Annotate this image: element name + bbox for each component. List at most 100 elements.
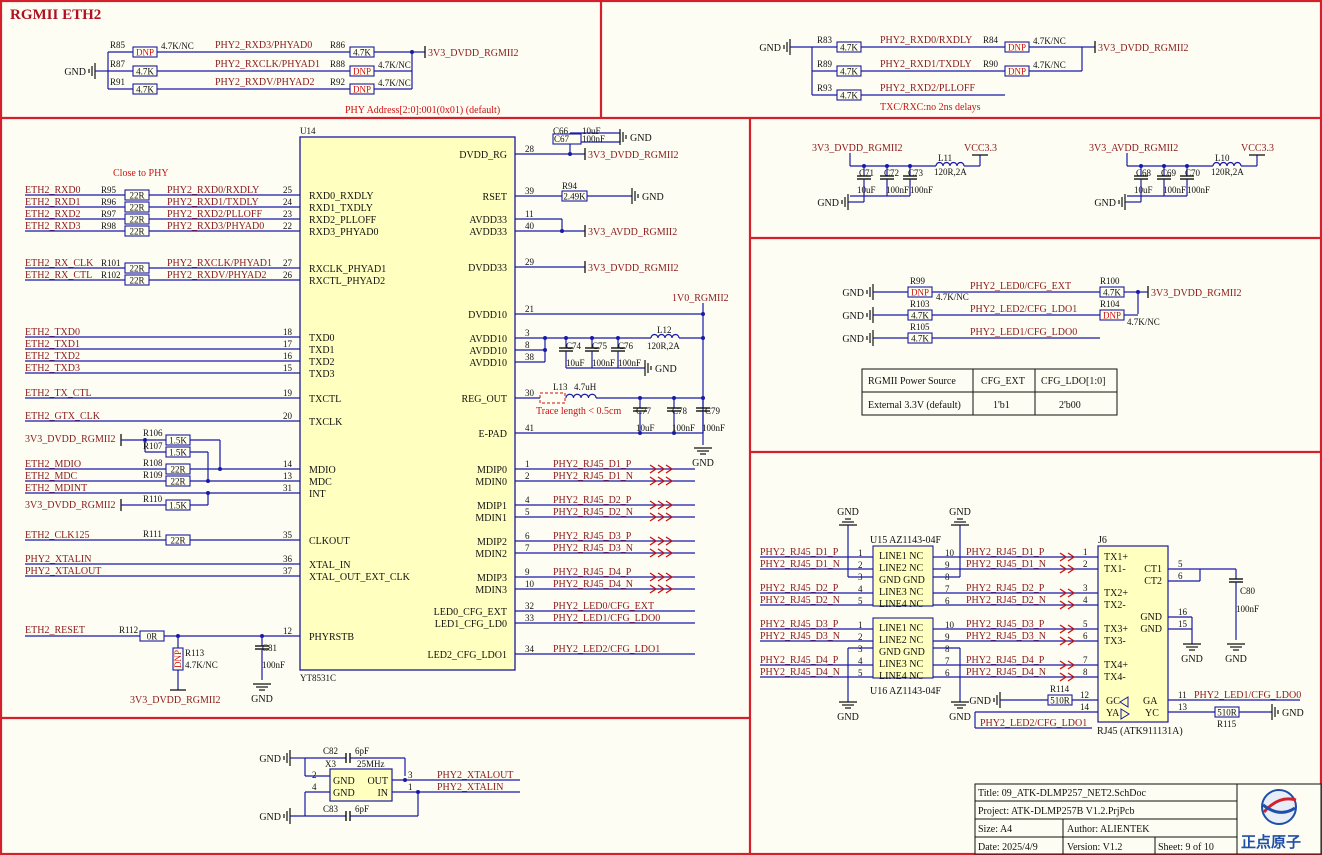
mdi-net-label: PHY2_RJ45_D1_N xyxy=(553,471,633,482)
u14-right-pin-38: AVDD10 xyxy=(469,358,507,369)
j6-pin-ct2: CT2 xyxy=(1144,576,1162,587)
strap-right-r1-value: 4.7K xyxy=(840,91,858,101)
c77-ref: C77 xyxy=(636,406,652,416)
r105-value: 4.7K xyxy=(911,334,929,344)
strap-right-gnd-label: GND xyxy=(759,43,781,54)
j6-pin: TX4- xyxy=(1104,672,1126,683)
filter-avdd-c2-ref: C69 xyxy=(1161,168,1177,178)
c81-gnd-label: GND xyxy=(251,694,273,705)
r99-ref: R99 xyxy=(910,276,926,286)
strap-right-net: PHY2_RXD0/RXDLY xyxy=(880,35,972,46)
u15-label: U15 AZ1143-04F xyxy=(870,535,941,546)
u14-left-pin-27: RXCLK_PHYAD1 xyxy=(309,264,386,275)
j6-gnd-label: GND xyxy=(1181,654,1203,665)
r110-ref: R110 xyxy=(143,494,163,504)
j6-body xyxy=(1097,545,1169,723)
u14-right-pin-num-1: 1 xyxy=(525,459,530,469)
u15-body xyxy=(872,545,934,607)
c82-value: 6pF xyxy=(355,746,369,756)
u15-pnum-l: 4 xyxy=(858,584,863,594)
sheet-title: RGMII ETH2 xyxy=(10,7,101,23)
u14-right-pin-num-8: 8 xyxy=(525,340,530,350)
j6-pnum-5: 5 xyxy=(1178,559,1183,569)
mdi-net-label: PHY2_RJ45_D3_N xyxy=(553,543,633,554)
rx-phy-net: PHY2_RXCLK/PHYAD1 xyxy=(167,258,272,269)
filter-avdd-power-label: 3V3_AVDD_RGMII2 xyxy=(1089,143,1178,154)
rx-res-value: 22R xyxy=(129,203,144,213)
r99-value: DNP xyxy=(911,288,929,298)
rx-net-label: ETH2_RX_CTL xyxy=(25,270,92,281)
rx-net-label: ETH2_RXD0 xyxy=(25,185,81,196)
j6-pnum: 2 xyxy=(1083,559,1088,569)
r108-ref: R108 xyxy=(143,458,163,468)
filter-dvdd-power-label: 3V3_DVDD_RGMII2 xyxy=(812,143,903,154)
strap-left-power-label: 3V3_DVDD_RGMII2 xyxy=(428,48,519,59)
c83-ref: C83 xyxy=(323,804,339,814)
j6-led2-net: PHY2_LED2/CFG_LDO1 xyxy=(980,718,1087,729)
u14-right-pin-num-39: 39 xyxy=(525,186,535,196)
u16-pnum-r: 6 xyxy=(945,668,950,678)
tb-sheet: Sheet: 9 of 10 xyxy=(1158,842,1214,853)
x3-body xyxy=(329,768,393,802)
r103-value: 4.7K xyxy=(911,311,929,321)
u14-left-pin-13: MDC xyxy=(309,477,332,488)
u16-gnd-right-label: GND xyxy=(949,712,971,723)
r99-note: 4.7K/NC xyxy=(936,292,969,302)
rx-res-ref: R98 xyxy=(101,221,117,231)
l13-trace-box xyxy=(539,392,566,404)
cfg-table-header: RGMII Power Source xyxy=(868,376,956,387)
filter-avdd-c1-ref: C68 xyxy=(1136,168,1152,178)
diff-pair-marker-icon xyxy=(649,512,674,522)
u14-left-pin-num-13: 13 xyxy=(283,471,293,481)
u14-left-pin-num-36: 36 xyxy=(283,554,293,564)
strap-left-ref2: R86 xyxy=(330,40,346,50)
strap-left-ref: R91 xyxy=(110,77,125,87)
junction-dot xyxy=(701,336,705,340)
j6-ya: YA xyxy=(1106,708,1120,719)
u14-left-pin-26: RXCTL_PHYAD2 xyxy=(309,276,385,287)
x3-pin-out: OUT xyxy=(367,776,388,787)
filter-dvdd-c1-value: 10uF xyxy=(857,185,876,195)
junction-dot xyxy=(543,348,547,352)
u14-right-pin-21: DVDD10 xyxy=(468,310,507,321)
c74-value: 10uF xyxy=(566,358,585,368)
c77-value: 10uF xyxy=(636,423,655,433)
r104-ref: R104 xyxy=(1100,299,1120,309)
filter-avdd-l-value: 120R,2A xyxy=(1211,167,1244,177)
strap-left-ref2: R92 xyxy=(330,77,345,87)
c79-value: 100nF xyxy=(702,423,725,433)
c67-ref: C67 xyxy=(554,134,570,144)
strap-right-r2-value: DNP xyxy=(1008,67,1026,77)
j6-pnum-12: 12 xyxy=(1080,690,1089,700)
j6-pnum: 6 xyxy=(1083,631,1088,641)
c80-ref: C80 xyxy=(1240,586,1256,596)
r94-ref: R94 xyxy=(562,181,578,191)
junction-dot xyxy=(616,336,620,340)
junction-dot xyxy=(206,479,210,483)
junction-dot xyxy=(560,229,564,233)
u16-pnum-l: 2 xyxy=(858,632,863,642)
strap-left-gnd-label: GND xyxy=(64,67,86,78)
r108-value: 22R xyxy=(170,465,185,475)
u14-right-pin-num-40: 40 xyxy=(525,221,535,231)
strap-left-r1-value: 4.7K xyxy=(136,67,154,77)
u14-left-pin-num-31: 31 xyxy=(283,483,292,493)
c78-value: 100nF xyxy=(672,423,695,433)
strap-right-net: PHY2_RXD2/PLLOFF xyxy=(880,83,975,94)
filter-avdd-vcc-label: VCC3.3 xyxy=(1241,143,1274,154)
rj45-left-net: PHY2_RJ45_D1_P xyxy=(760,547,839,558)
phy-address-note: PHY Address[2:0]:001(0x01) (default) xyxy=(345,105,500,116)
rx-res-value: 22R xyxy=(129,227,144,237)
clk125-net: ETH2_CLK125 xyxy=(25,530,89,541)
rx-res-ref: R95 xyxy=(101,185,117,195)
tb-version: Version: V1.2 xyxy=(1067,842,1122,853)
u16-pnum-l: 4 xyxy=(858,656,863,666)
strap-right-r1-value: 4.7K xyxy=(840,67,858,77)
r115-gnd-label: GND xyxy=(1282,708,1304,719)
mdint-net: ETH2_MDINT xyxy=(25,483,87,494)
mdc-net: ETH2_MDC xyxy=(25,471,78,482)
diff-pair-marker-icon xyxy=(649,548,674,558)
